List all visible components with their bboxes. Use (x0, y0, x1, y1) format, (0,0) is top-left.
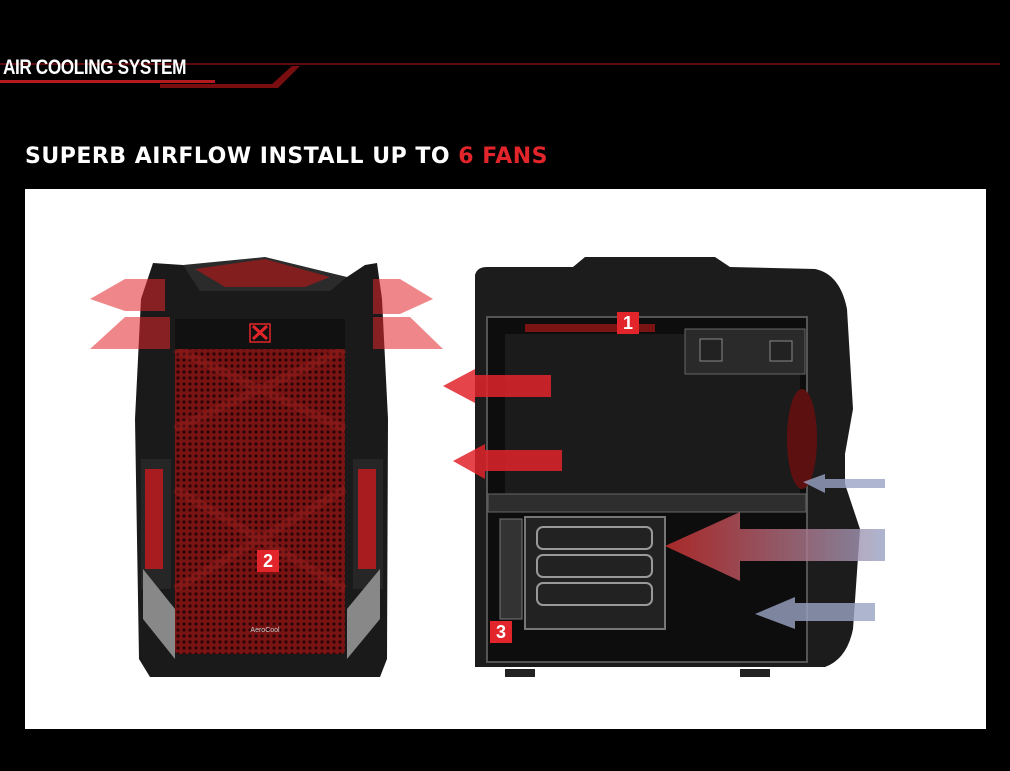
intake-arrows (665, 474, 885, 629)
exhaust-arrows-top-right (373, 279, 443, 349)
svg-text:AeroCool: AeroCool (250, 627, 280, 634)
headline-text: SUPERB AIRFLOW INSTALL UP TO (25, 144, 459, 169)
case-side-view (475, 257, 860, 677)
exhaust-arrows-top-left (90, 279, 170, 349)
header-divider (0, 63, 1000, 88)
case-illustration: AeroCool (90, 257, 885, 677)
fan-badge-bottom: 3 (490, 621, 512, 643)
section-header: AIR COOLING SYSTEM (0, 52, 1010, 92)
headline-highlight: 6 FANS (458, 144, 549, 169)
fan-badge-top: 1 (617, 312, 639, 334)
fan-badge-front: 2 (257, 550, 279, 572)
exhaust-arrows-rear (443, 369, 562, 479)
section-title: AIR COOLING SYSTEM (3, 56, 187, 79)
product-image-panel: AeroCool (25, 189, 986, 729)
case-front-view: AeroCool (135, 257, 388, 677)
headline: SUPERB AIRFLOW INSTALL UP TO 6 FANS (25, 144, 548, 169)
